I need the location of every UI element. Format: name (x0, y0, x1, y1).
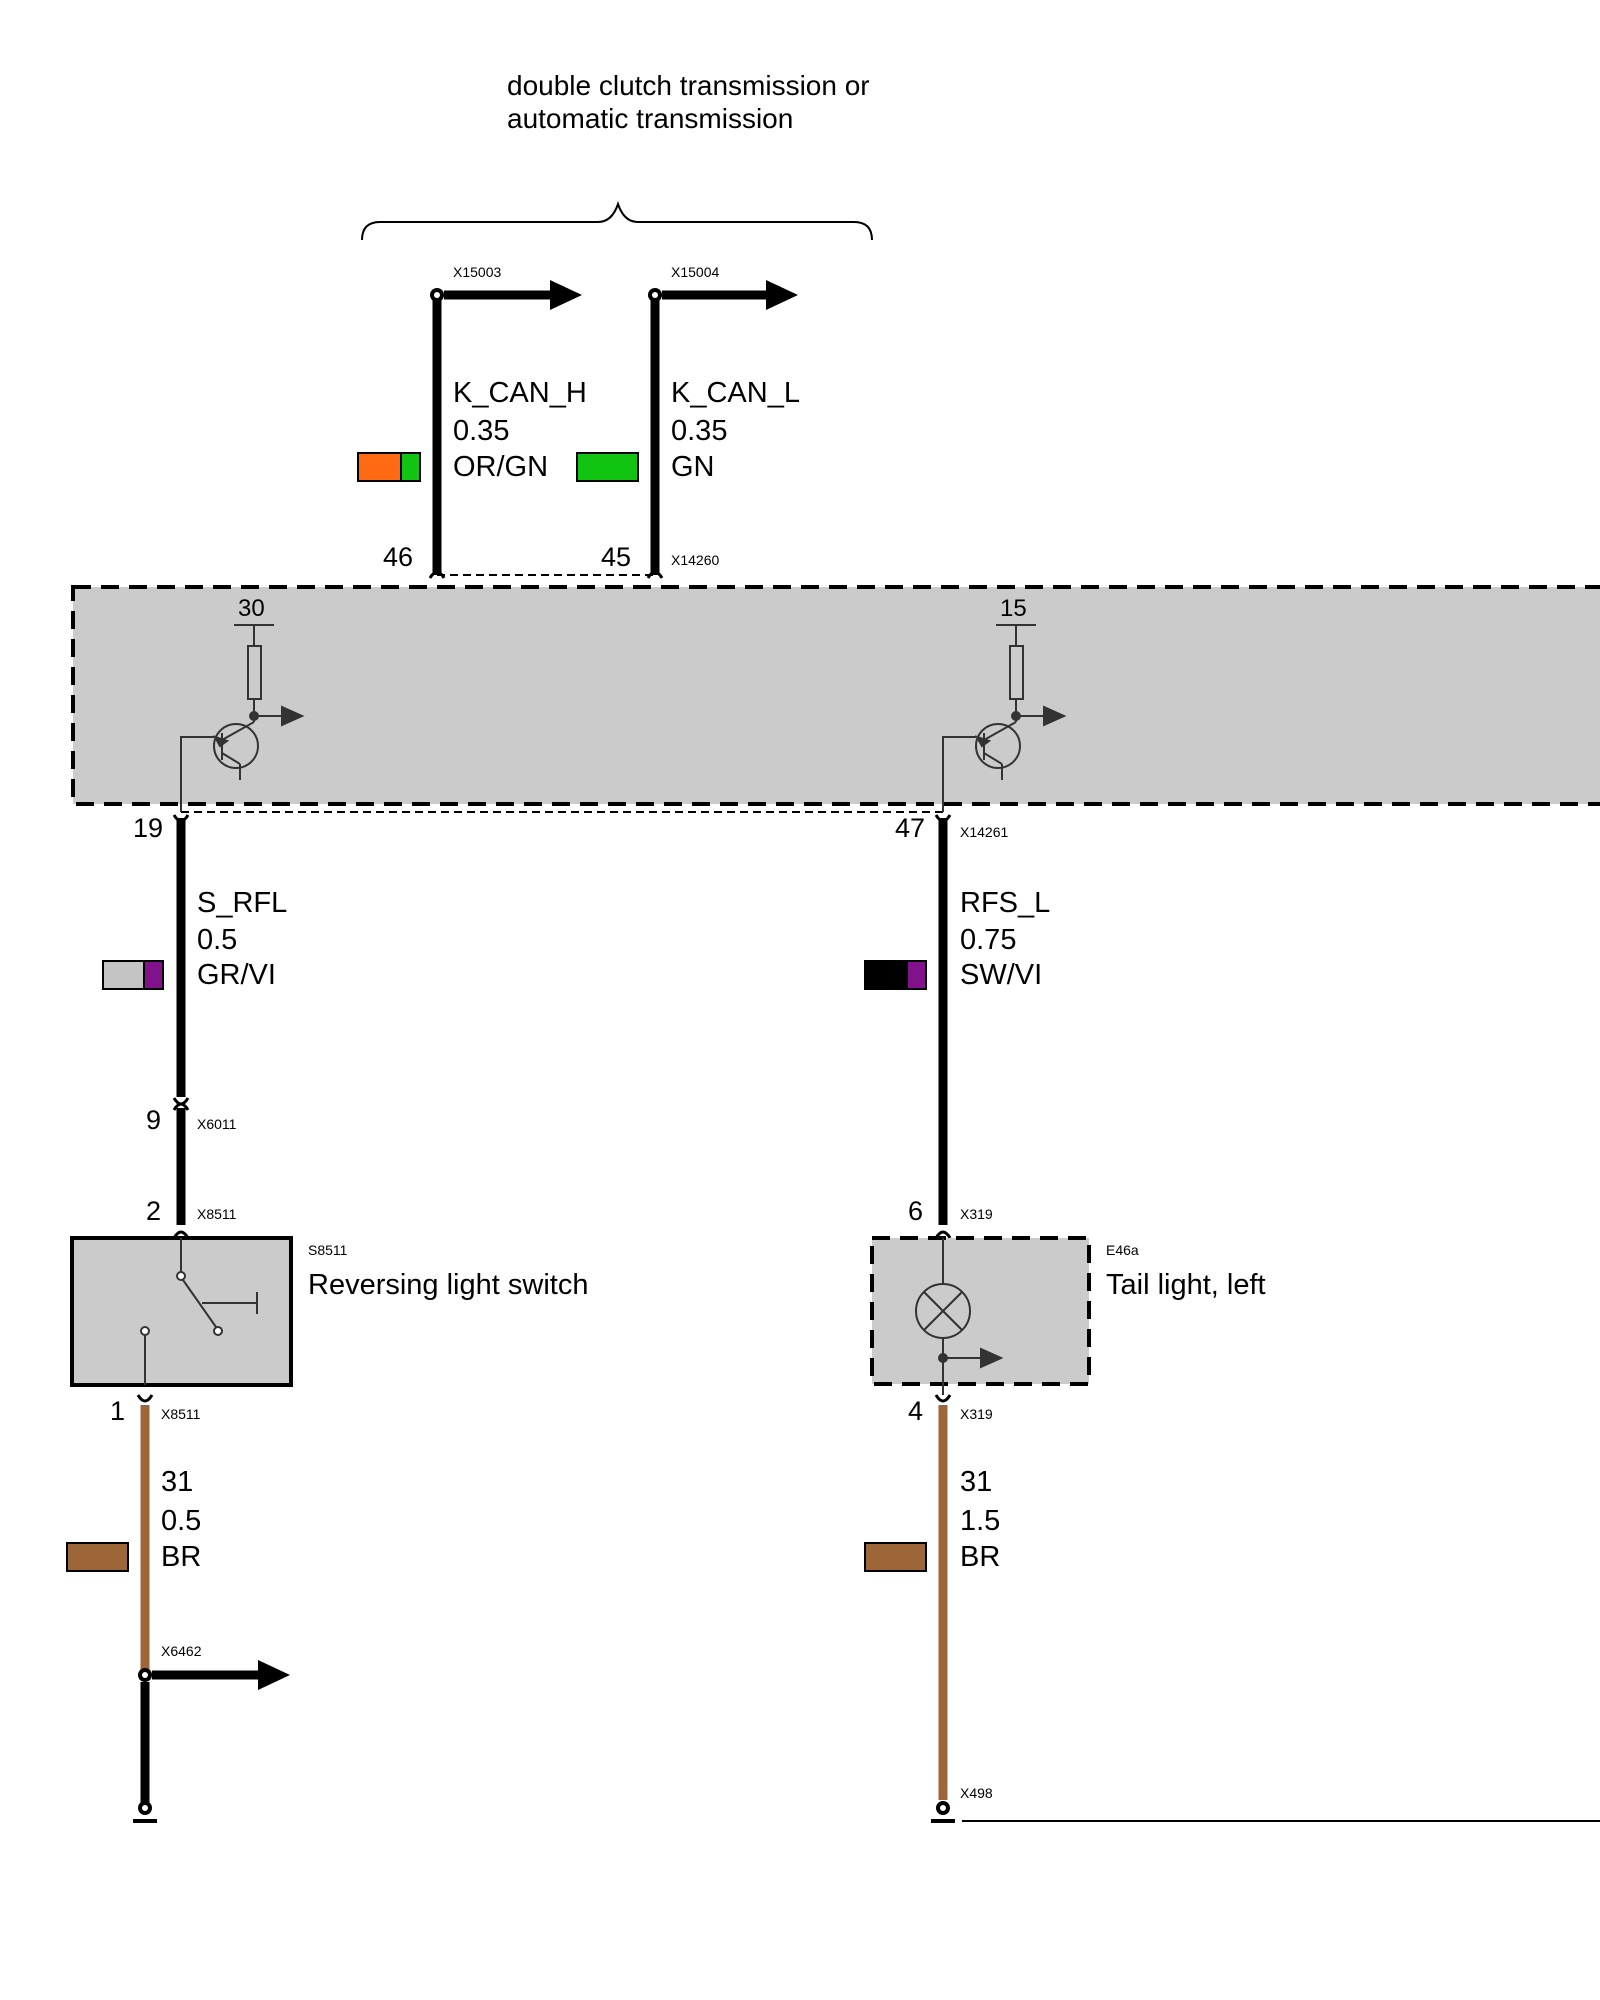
rfs-l-color-swatch (864, 960, 927, 990)
switch-name: Reversing light switch (308, 1269, 588, 1301)
connector-x498-label: X498 (960, 1785, 993, 1801)
connector-x14260-label: X14260 (671, 552, 719, 568)
connector-x14261-label: X14261 (960, 824, 1008, 840)
rfs-l-signal: RFS_L (960, 887, 1050, 919)
ground-left-color-swatch (66, 1542, 129, 1572)
wire-k-can-h (428, 280, 582, 579)
tail-light-id: E46a (1106, 1242, 1139, 1258)
ground-right-color: BR (960, 1541, 1000, 1573)
title-line-2: automatic transmission (507, 103, 793, 134)
x6011-pin: 9 (146, 1105, 161, 1135)
can-h-color: OR/GN (453, 451, 548, 483)
ground-left-size: 0.5 (161, 1505, 201, 1537)
s-rfl-module-pin: 19 (133, 813, 163, 843)
output-stage-right (942, 624, 1067, 812)
can-h-signal: K_CAN_H (453, 377, 587, 409)
title-line-1: double clutch transmission or (507, 70, 870, 101)
x8511-top-pin: 2 (146, 1196, 161, 1226)
wire-k-can-l (646, 280, 798, 579)
x319-bottom-pin: 4 (908, 1396, 923, 1426)
switch-id: S8511 (308, 1242, 348, 1258)
connector-x15004-label: X15004 (671, 264, 719, 280)
tail-light-name: Tail light, left (1106, 1269, 1266, 1301)
s-rfl-signal: S_RFL (197, 887, 287, 919)
wire-rfs-l (934, 814, 952, 1239)
module-terminal-15: 15 (1000, 595, 1027, 622)
wire-ground-left (133, 1394, 290, 1823)
wire-s-rfl (172, 814, 190, 1239)
ground-left-signal: 31 (161, 1466, 193, 1498)
can-l-color-swatch (576, 452, 639, 482)
can-l-signal: K_CAN_L (671, 377, 800, 409)
wire-ground-right (931, 1394, 1600, 1823)
s-rfl-color: GR/VI (197, 959, 276, 991)
can-l-size: 0.35 (671, 415, 727, 447)
module-terminal-30: 30 (238, 595, 265, 622)
ground-left-color: BR (161, 1541, 201, 1573)
connector-x6462-label: X6462 (161, 1643, 202, 1659)
control-module-box (71, 585, 1600, 806)
rfs-l-module-pin: 47 (895, 813, 925, 843)
connector-x319-bottom-label: X319 (960, 1406, 993, 1422)
can-l-pin: 45 (601, 542, 631, 572)
can-h-color-swatch (357, 452, 421, 482)
ground-right-size: 1.5 (960, 1505, 1000, 1537)
x8511-bottom-pin: 1 (110, 1396, 125, 1426)
s-rfl-size: 0.5 (197, 924, 237, 956)
rfs-l-color: SW/VI (960, 959, 1042, 991)
can-l-color: GN (671, 451, 715, 483)
ground-right-signal: 31 (960, 1466, 992, 1498)
switch-contact-icon (140, 1238, 258, 1385)
output-stage-left (180, 624, 305, 812)
ground-right-color-swatch (864, 1542, 927, 1572)
connector-x15003-label: X15003 (453, 264, 501, 280)
connector-x6011-label: X6011 (197, 1116, 237, 1132)
connector-x8511-top-label: X8511 (197, 1206, 237, 1222)
lamp-icon (915, 1238, 1004, 1395)
connector-x8511-bottom-label: X8511 (161, 1406, 201, 1422)
can-h-size: 0.35 (453, 415, 509, 447)
rfs-l-size: 0.75 (960, 924, 1016, 956)
can-h-pin: 46 (383, 542, 413, 572)
connector-x319-top-label: X319 (960, 1206, 993, 1222)
s-rfl-color-swatch (102, 960, 164, 990)
x319-top-pin: 6 (908, 1196, 923, 1226)
group-brace (361, 200, 873, 241)
